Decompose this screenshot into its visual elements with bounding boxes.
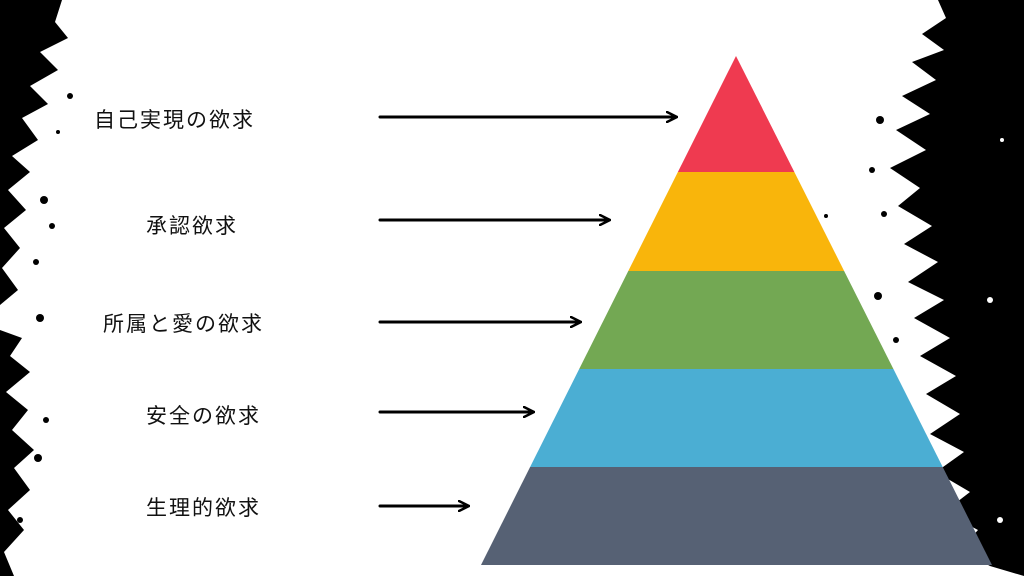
pyramid (481, 56, 992, 565)
level-label-3: 所属と愛の欲求 (103, 312, 264, 336)
pyramid-level-3 (579, 271, 894, 369)
arrows (378, 117, 676, 506)
pyramid-level-1 (677, 56, 795, 172)
pyramid-level-4 (530, 369, 943, 467)
level-label-2: 承認欲求 (146, 214, 238, 238)
level-label-4: 安全の欲求 (146, 404, 261, 428)
level-label-1: 自己実現の欲求 (94, 108, 255, 132)
left-ink-splatter (0, 0, 73, 576)
level-label-5: 生理的欲求 (146, 496, 261, 520)
pyramid-level-5 (481, 467, 992, 565)
pyramid-level-2 (628, 172, 845, 271)
